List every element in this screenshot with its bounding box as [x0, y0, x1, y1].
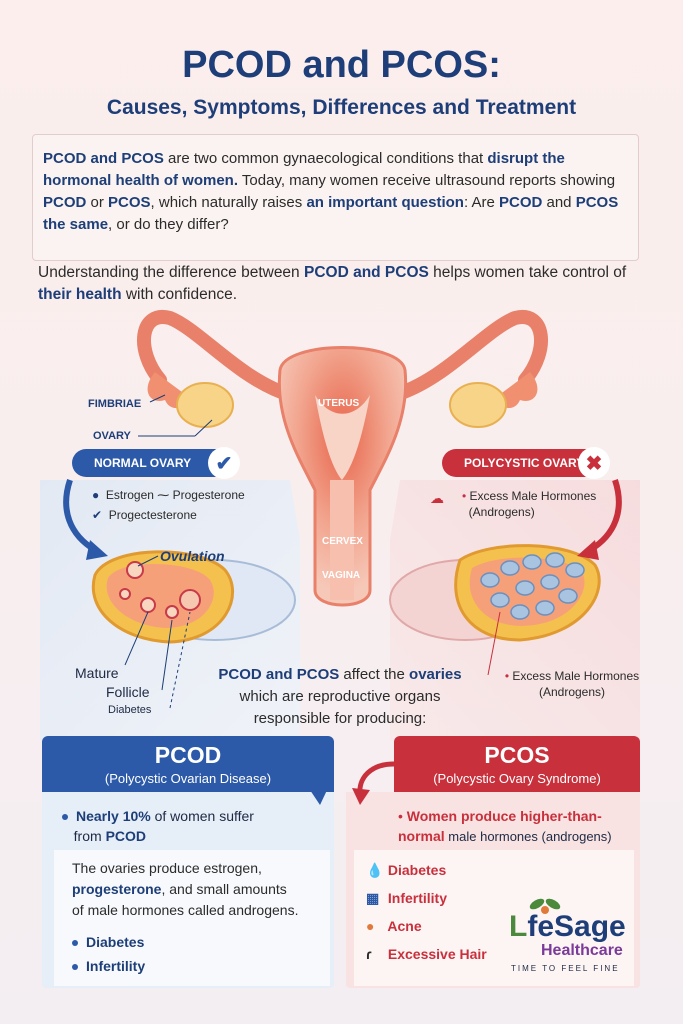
leaf-icon [529, 898, 561, 914]
pcod-bullet-infertility: Infertility [72, 954, 145, 978]
center-text: PCOD and PCOS affect the ovaries which a… [218, 666, 462, 727]
polycystic-hormone-2: • Excess Male Hormones(Androgens) [504, 669, 640, 699]
pcos-item-hair: ɾ Excessive Hair [366, 940, 487, 968]
label-fimbriae: FIMBRIAE [88, 398, 142, 410]
pcos-card: • Women produce higher-than- normal male… [346, 792, 640, 988]
label-ovary: OVARY [93, 430, 131, 442]
pcos-header: PCOS (Polycystic Ovary Syndrome) [394, 736, 640, 792]
molecule-icon: ☁ [430, 490, 444, 506]
normal-hormone-1: ● Estrogen ⁓ Progesterone [92, 488, 245, 502]
pcod-bullets: Diabetes Infertility [72, 930, 145, 978]
pcod-bullet-diabetes: Diabetes [72, 930, 145, 954]
x-icon: ✖ [578, 447, 610, 479]
pcod-stat: Nearly 10% of women suffer from PCOD [62, 806, 254, 846]
uterus-illustration [40, 310, 640, 740]
pcos-list: 💧 Diabetes ▦ Infertility ● Acne ɾ Excess… [366, 856, 487, 968]
logo-brand: LfeSage [509, 910, 626, 943]
normal-ovary-pill: NORMAL OVARY ✔ [72, 447, 240, 479]
polycystic-ovary-slice [389, 544, 601, 642]
normal-ovary-slice [91, 550, 296, 644]
intro-box: PCOD and PCOS are two common gynaecologi… [32, 134, 639, 261]
pcos-stat: • Women produce higher-than- normal male… [398, 808, 612, 844]
label-follicle: Follicle [106, 684, 150, 700]
pcos-item-diabetes: 💧 Diabetes [366, 856, 487, 884]
pcod-inner: The ovaries produce estrogen, progestero… [54, 850, 330, 986]
pcos-inner: 💧 Diabetes ▦ Infertility ● Acne ɾ Excess… [354, 850, 634, 986]
pcod-card: Nearly 10% of women suffer from PCOD The… [42, 792, 334, 988]
logo-healthcare: Healthcare [541, 942, 623, 959]
check-icon: ✔ [208, 447, 240, 479]
label-mature: Mature [75, 665, 119, 681]
lead-text: Understanding the difference between PCO… [38, 264, 627, 303]
normal-hormone-2: ✔ Progectesterone [92, 508, 197, 522]
logo-tagline: TIME TO FEEL FINE [511, 964, 620, 973]
polycystic-ovary-pill: POLYCYSTIC OVARY ✖ [442, 447, 610, 479]
pcos-arrow-icon [352, 761, 406, 805]
page-subtitle: Causes, Symptoms, Differences and Treatm… [106, 96, 577, 119]
hair-icon: ɾ [366, 946, 372, 962]
pcos-item-infertility: ▦ Infertility [366, 884, 487, 912]
check-small-icon: ✔ [92, 508, 103, 522]
label-vagina: VAGINA [322, 570, 361, 581]
label-cervix: CERVEX [322, 536, 363, 547]
label-ovulation: Ovulation [160, 548, 225, 564]
face-icon: ● [366, 918, 375, 934]
page-title: PCOD and PCOS: [182, 44, 501, 86]
pcod-arrow-icon [274, 761, 328, 805]
calendar-icon: ▦ [366, 890, 380, 906]
dot-icon: ● [92, 488, 100, 502]
pcod-header: PCOD (Polycystic Ovarian Disease) [42, 736, 334, 792]
blood-drop-icon: 💧 [366, 862, 384, 878]
label-uterus: UTERUS [318, 398, 360, 409]
pcos-item-acne: ● Acne [366, 912, 487, 940]
lifesage-logo: LfeSage Healthcare TIME TO FEEL FINE [505, 890, 675, 980]
label-diabetes-anatomy: Diabetes [108, 704, 152, 716]
pcod-desc: The ovaries produce estrogen, progestero… [72, 860, 299, 918]
polycystic-hormone: • Excess Male Hormones (Androgens) [462, 489, 597, 519]
